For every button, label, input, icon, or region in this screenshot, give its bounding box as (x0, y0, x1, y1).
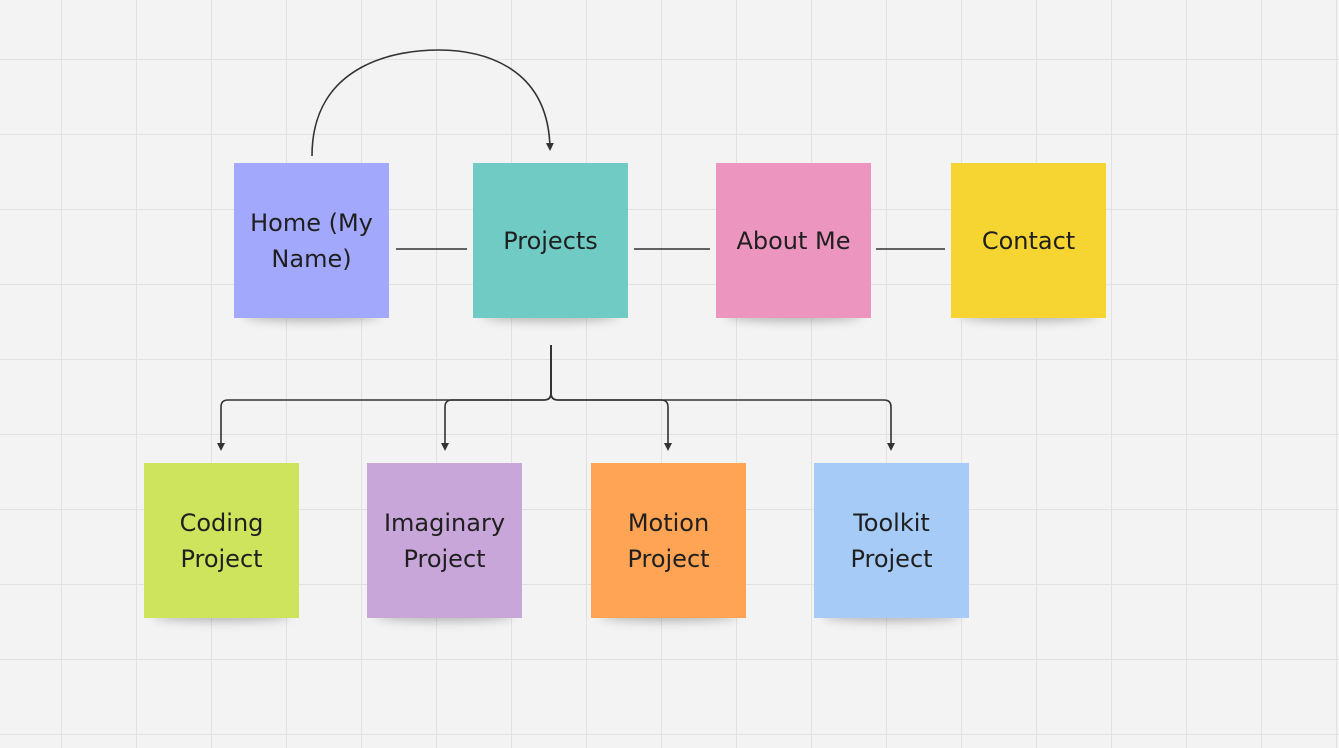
sticky-note-contact[interactable]: Contact (951, 163, 1106, 318)
sticky-note-toolkit[interactable]: Toolkit Project (814, 463, 969, 618)
sticky-note-home-label: Home (My Name) (250, 208, 373, 273)
sticky-note-home[interactable]: Home (My Name) (234, 163, 389, 318)
sticky-note-about-label: About Me (736, 226, 851, 255)
sticky-note-contact-label: Contact (981, 226, 1076, 255)
home-to-projects-arrow[interactable] (311, 49, 554, 157)
sticky-note-coding-label: Coding Project (179, 508, 264, 573)
sticky-note-about[interactable]: About Me (716, 163, 871, 318)
sticky-note-imaginary-label: Imaginary Project (383, 508, 506, 573)
projects-to-imaginary-arrow[interactable] (441, 345, 552, 451)
projects-to-coding-arrow[interactable] (217, 345, 552, 451)
sticky-note-coding[interactable]: Coding Project (144, 463, 299, 618)
sticky-note-motion[interactable]: Motion Project (591, 463, 746, 618)
sticky-note-projects-label: Projects (503, 226, 598, 255)
sticky-note-motion-label: Motion Project (627, 508, 710, 573)
sticky-note-imaginary[interactable]: Imaginary Project (367, 463, 522, 618)
sticky-note-toolkit-label: Toolkit Project (850, 508, 933, 573)
projects-to-motion-arrow[interactable] (550, 345, 672, 451)
sticky-note-projects[interactable]: Projects (473, 163, 628, 318)
projects-to-toolkit-arrow[interactable] (550, 345, 895, 451)
